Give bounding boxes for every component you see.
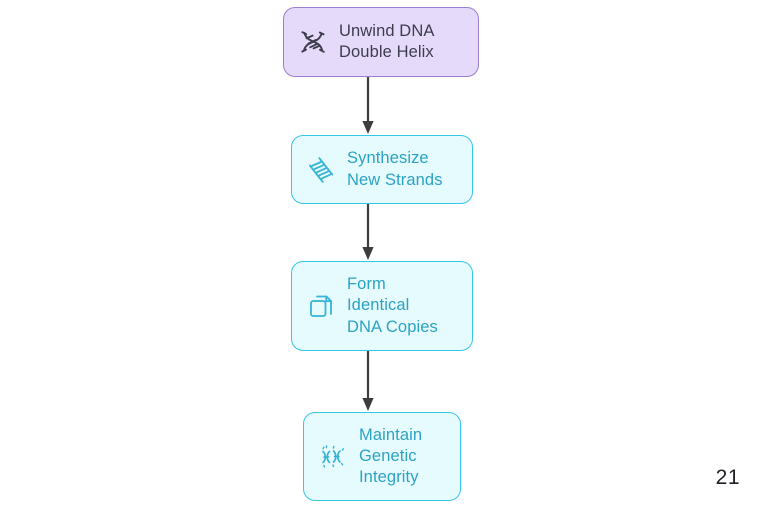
duplicate-documents-icon: [304, 289, 338, 323]
chromosomes-icon: [316, 440, 350, 474]
flow-node-label: Synthesize New Strands: [347, 149, 443, 189]
flow-node-maintain-integrity[interactable]: Maintain Genetic Integrity: [303, 412, 461, 501]
flow-node-form-copies[interactable]: Form Identical DNA Copies: [291, 261, 473, 351]
connector-arrow-1: [354, 77, 382, 135]
flow-node-label: Unwind DNA Double Helix: [339, 21, 435, 61]
flow-node-synthesize-strands[interactable]: Synthesize New Strands: [291, 135, 473, 204]
flow-node-label: Maintain Genetic Integrity: [359, 425, 423, 487]
connector-arrow-2: [354, 204, 382, 261]
flow-node-unwind-dna[interactable]: Unwind DNA Double Helix: [283, 7, 479, 77]
flow-node-label: Form Identical DNA Copies: [347, 275, 438, 336]
page-number: 21: [715, 466, 740, 489]
dna-coil-strand-icon: [304, 153, 338, 187]
dna-double-helix-icon: [296, 25, 330, 59]
connector-arrow-3: [354, 351, 382, 412]
